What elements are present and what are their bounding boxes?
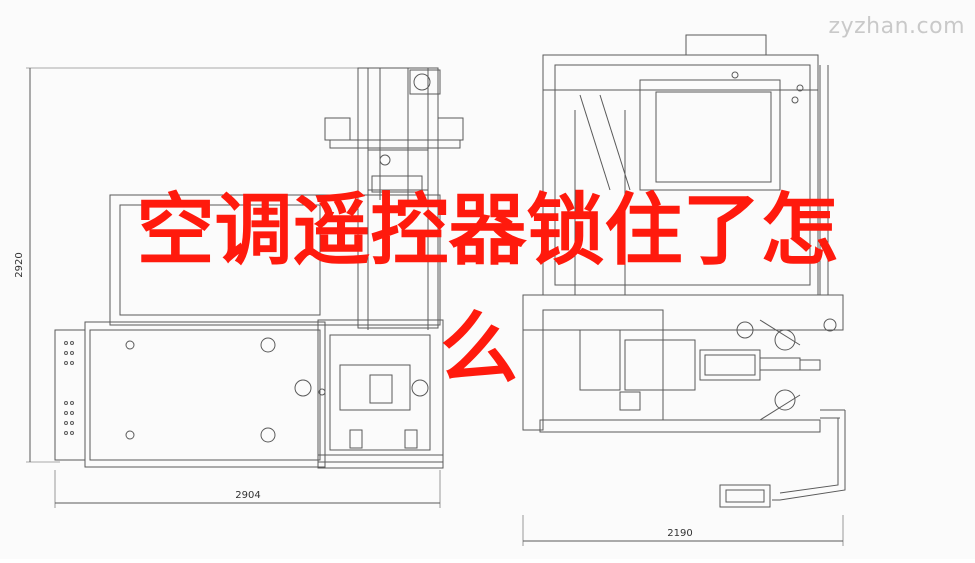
pendant-box <box>719 484 771 508</box>
dim-width-right: 2190 <box>667 528 692 539</box>
cable <box>772 410 846 501</box>
dim-height-left: 2920 <box>14 252 25 277</box>
control-panel-dots <box>64 341 74 435</box>
right-view <box>522 34 846 546</box>
headline-line-2: 么 <box>440 304 519 394</box>
left-view <box>26 67 464 508</box>
watermark: zyzhan.com <box>828 14 965 39</box>
headline-line-1: 空调遥控器锁住了怎 <box>136 186 839 276</box>
dim-width-left: 2904 <box>235 490 260 501</box>
